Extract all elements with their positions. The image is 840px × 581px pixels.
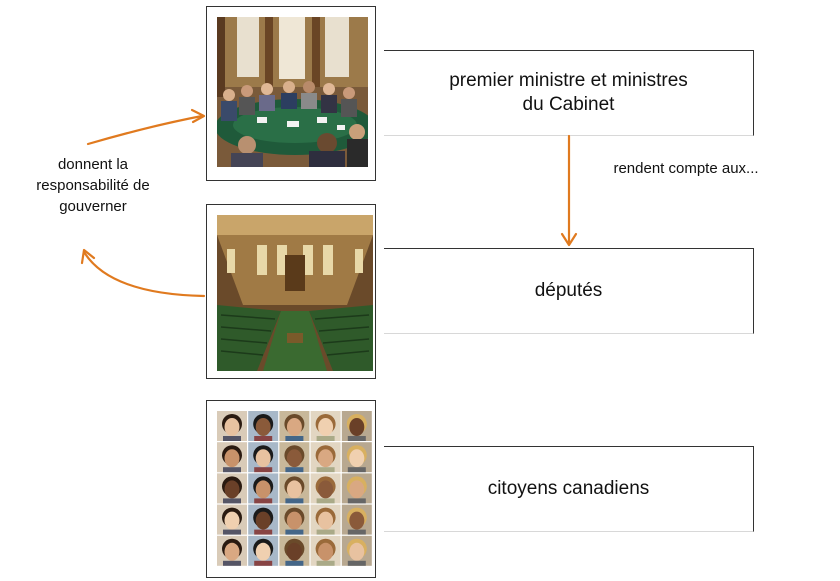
citizen-face (248, 442, 279, 473)
citizen-face (341, 442, 372, 473)
citizen-face (310, 473, 341, 504)
citizen-face (217, 504, 247, 535)
chamber-photo-frame (206, 204, 376, 379)
node-deputes-label-box: députés (384, 248, 754, 334)
arrow-to-left-from-deputes (82, 250, 206, 298)
citizens-photo-frame (206, 400, 376, 578)
citizen-face (310, 535, 341, 566)
house-of-commons-chamber-photo (217, 215, 373, 371)
node-citoyens-label-box: citoyens canadiens (384, 446, 754, 532)
citizen-face (279, 473, 310, 504)
citizen-face (217, 411, 247, 441)
arrowhead-ministers (190, 108, 206, 124)
citizen-face (341, 504, 372, 535)
citizen-face (310, 504, 341, 535)
citizen-face (341, 473, 372, 504)
right-arrow-label: rendent compte aux... (613, 160, 759, 177)
left-arrow-label: donnent la responsabilité de gouverner (36, 156, 150, 215)
citizen-face (217, 442, 247, 473)
citizens-faces-photo (217, 411, 372, 566)
citizen-face (279, 504, 310, 535)
arrowhead-accountability (560, 232, 578, 247)
cabinet-meeting-photo (217, 17, 368, 167)
cabinet-photo-frame (206, 6, 376, 181)
citizen-face (248, 535, 279, 566)
citizen-face (310, 442, 341, 473)
citizen-face (341, 535, 372, 566)
citizen-face (341, 411, 372, 441)
arrowhead-left (80, 248, 96, 265)
citizen-face (279, 442, 310, 473)
node-deputes-label: députés (534, 280, 603, 301)
citizen-face (279, 411, 310, 441)
citizen-face (279, 535, 310, 566)
citizen-face (248, 411, 279, 441)
node-citoyens-label: citoyens canadiens (487, 478, 650, 499)
node-ministres-label: premier ministre et ministres du Cabinet (449, 70, 688, 115)
node-ministres-label-box: premier ministre et ministres du Cabinet (384, 50, 754, 136)
citizen-face (248, 473, 279, 504)
citizen-face (310, 411, 341, 441)
arrow-to-ministers (86, 114, 204, 146)
citizen-face (248, 504, 279, 535)
citizen-face (217, 535, 247, 566)
citizen-face (217, 473, 247, 504)
